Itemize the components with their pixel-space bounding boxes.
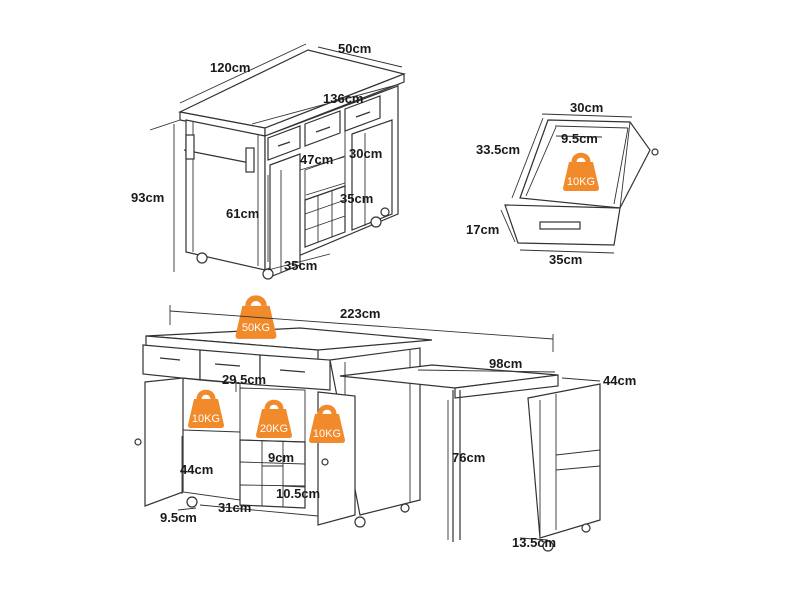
label-top-rack-width: 35cm [340, 191, 373, 206]
label-drawer-depth: 33.5cm [476, 142, 520, 157]
island-left-door [269, 153, 301, 278]
label-top-total-width: 136cm [323, 91, 363, 106]
label-ext-table-depth: 44cm [603, 373, 636, 388]
label-drawer-handle: 9.5cm [561, 131, 598, 146]
top-weight-label: 50KG [242, 322, 270, 334]
left-shelf-weight-label: 10KG [192, 413, 220, 425]
island-top-side-edge [264, 73, 405, 137]
label-ext-table-width: 98cm [489, 356, 522, 371]
island-extended-view: 50KG 10KG 20KG 10KG 223cm 98cm 44cm 29.5… [134, 298, 636, 552]
drawer-knob [651, 148, 659, 156]
label-top-height: 93cm [131, 190, 164, 205]
island-drawer-3 [344, 95, 381, 132]
label-drawer-width: 30cm [570, 100, 603, 115]
dim-drawer-depth-line [511, 117, 544, 199]
towel-bar-bracket-left [185, 134, 195, 160]
caster-wheel [542, 540, 554, 552]
dim-total-width-line [251, 83, 401, 125]
dim-drawer-handle-line [555, 135, 603, 138]
drawer-detail-view: 10KG 30cm 33.5cm 9.5cm 17cm 35cm [466, 100, 659, 267]
island-drawer-1 [267, 125, 301, 161]
extension-table-front-edge [454, 374, 559, 399]
label-top-inner-width: 47cm [300, 152, 333, 167]
extension-shelf-unit [527, 383, 601, 539]
extended-left-door [144, 377, 184, 507]
extended-drawer-1 [142, 344, 201, 381]
label-ext-leg-left: 9.5cm [160, 510, 197, 525]
label-ext-shelf-width: 29.5cm [222, 372, 266, 387]
dim-drawer-width-line [541, 113, 633, 118]
caster-wheel [581, 523, 591, 533]
dim-cabinet-width-line [199, 504, 319, 517]
label-ext-height: 76cm [452, 450, 485, 465]
dim-base-depth-line [267, 253, 331, 271]
extended-drawer-3 [259, 354, 331, 391]
extended-wine-rack [239, 439, 306, 509]
island-right-door [351, 119, 393, 231]
dim-leg-right-line [519, 537, 549, 541]
towel-bar-bracket-right [245, 147, 255, 173]
label-top-cabinet-height: 61cm [226, 206, 259, 221]
label-drawer-front: 35cm [549, 252, 582, 267]
label-ext-cabinet-width: 31cm [218, 500, 251, 515]
island-closed-view: 120cm 50cm 136cm 93cm 47cm 30cm 61cm 35c… [131, 41, 406, 280]
label-top-base-depth: 35cm [284, 258, 317, 273]
label-ext-total-width: 223cm [340, 306, 380, 321]
dim-inner-width-line [299, 156, 345, 171]
dim-rack-gap-line [282, 485, 306, 488]
island-towel-bar [183, 149, 251, 164]
middle-weight-label: 20KG [260, 423, 288, 435]
extended-right-door [317, 391, 356, 526]
island-drawer-2 [304, 110, 341, 147]
dim-drawer-height-line [500, 209, 516, 243]
caster-wheel [380, 207, 390, 217]
dim-table-depth-line [561, 377, 601, 382]
island-front-panel [185, 119, 266, 271]
caster-wheel [400, 503, 410, 513]
dim-drawer-front-line [519, 249, 615, 254]
dim-leg-left-line [177, 507, 197, 511]
caster-wheel [196, 252, 208, 264]
dim-top-width-line [179, 43, 307, 104]
dim-top-depth-line [317, 46, 403, 68]
dim-rack-width-line [305, 182, 346, 196]
caster-wheel [354, 516, 366, 528]
label-top-width: 120cm [210, 60, 250, 75]
dim-table-width-line [417, 369, 556, 373]
caster-wheel [262, 268, 274, 280]
drawer-weight-label: 10KG [567, 176, 595, 188]
caster-wheel [370, 216, 382, 228]
dim-total-width-line [169, 310, 554, 340]
label-ext-leg-right: 13.5cm [512, 535, 556, 550]
drawer-handle [539, 221, 581, 230]
label-ext-rack-cell: 9cm [268, 450, 294, 465]
label-ext-cabinet-depth: 44cm [180, 462, 213, 477]
right-weight-label: 10KG [313, 428, 341, 440]
label-drawer-height: 17cm [466, 222, 499, 237]
label-ext-rack-gap: 10.5cm [276, 486, 320, 501]
label-top-shelf-height: 30cm [349, 146, 382, 161]
caster-wheel [186, 496, 198, 508]
label-top-depth: 50cm [338, 41, 371, 56]
